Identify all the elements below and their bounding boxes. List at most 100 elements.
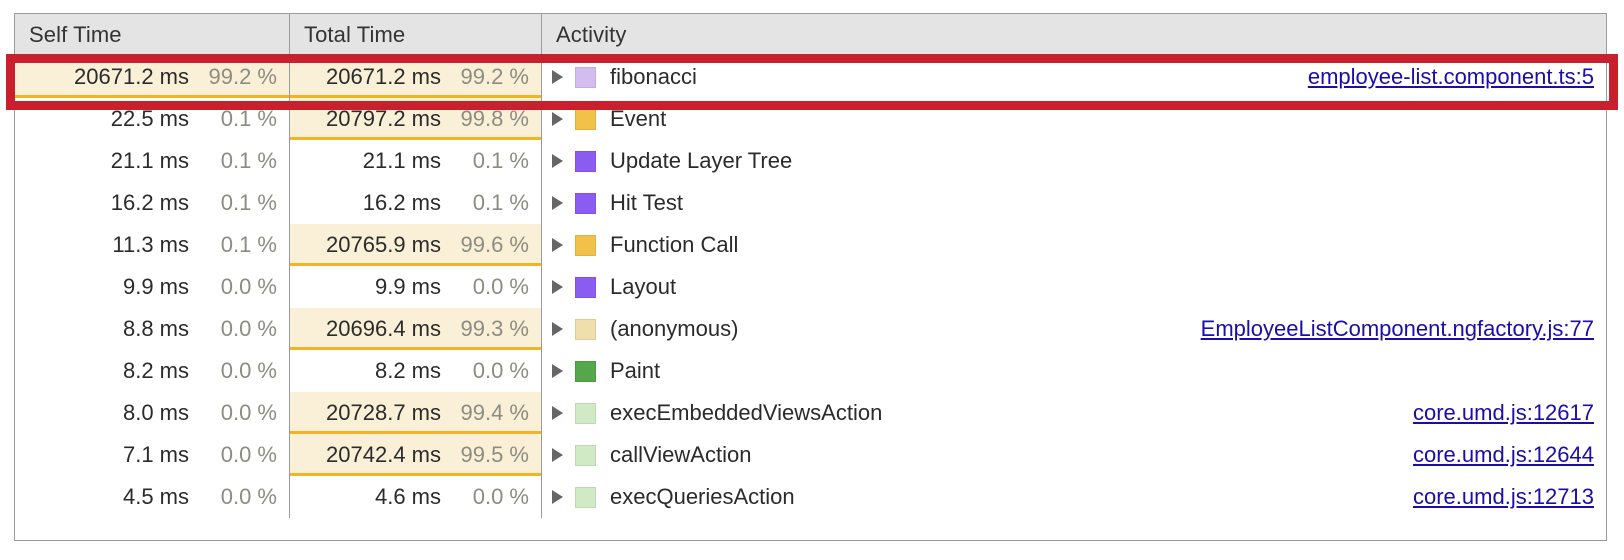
total-time-percent: 0.0 % [472, 358, 529, 383]
expand-triangle-icon[interactable] [552, 280, 563, 294]
total-time-value: 20696.4 ms [326, 316, 441, 341]
self-time-value: 11.3 ms [112, 232, 189, 257]
bottom-up-tree-table: Self Time Total Time Activity 20671.2 ms… [14, 13, 1607, 541]
table-header-row: Self Time Total Time Activity [15, 14, 1606, 56]
activity-color-painting-icon [575, 360, 596, 382]
column-header-self-time[interactable]: Self Time [29, 21, 122, 47]
cell-activity: fibonacci employee-list.component.ts:5 [541, 56, 1606, 98]
total-time-percent: 99.3 % [460, 316, 530, 341]
self-time-percent: 0.1 % [220, 148, 277, 173]
source-location-link[interactable]: employee-list.component.ts:5 [1307, 64, 1594, 89]
activity-color-rendering-icon [575, 276, 596, 298]
activity-color-rendering-icon [575, 150, 596, 172]
self-time-value: 21.1 ms [110, 148, 189, 173]
self-time-percent: 0.0 % [220, 316, 277, 341]
column-header-total-time[interactable]: Total Time [289, 14, 541, 55]
source-location-link[interactable]: core.umd.js:12644 [1413, 442, 1594, 467]
total-time-percent: 99.6 % [460, 232, 530, 257]
activity-label: fibonacci [610, 64, 697, 89]
expand-triangle-icon[interactable] [552, 238, 563, 252]
activity-color-scripting-light-icon [575, 66, 596, 88]
total-time-percent: 99.5 % [460, 442, 530, 467]
self-time-value: 8.2 ms [122, 358, 189, 383]
cell-activity: (anonymous)EmployeeListComponent.ngfacto… [541, 308, 1606, 350]
activity-color-rendering-icon [575, 192, 596, 214]
cell-self-time: 21.1 ms 0.1 % [15, 140, 289, 182]
expand-triangle-icon[interactable] [552, 490, 563, 504]
self-time-percent: 0.0 % [220, 274, 277, 299]
expand-triangle-icon[interactable] [552, 154, 563, 168]
total-time-percent: 0.0 % [472, 274, 529, 299]
expand-triangle-icon[interactable] [552, 112, 563, 126]
table-row[interactable]: 9.9 ms 0.0 % 9.9 ms 0.0 % Layout [15, 266, 1606, 308]
cell-total-time: 20765.9 ms 99.6 % [289, 224, 541, 266]
expand-triangle-icon[interactable] [552, 70, 563, 84]
total-time-value: 8.2 ms [374, 358, 441, 383]
source-location-link[interactable]: EmployeeListComponent.ngfactory.js:77 [1200, 316, 1594, 341]
total-time-percent: 0.1 % [472, 190, 529, 215]
cell-total-time: 20728.7 ms 99.4 % [289, 392, 541, 434]
table-row[interactable]: 11.3 ms 0.1 % 20765.9 ms 99.6 % Function Cal… [15, 224, 1606, 266]
cell-activity: Event [541, 98, 1606, 140]
cell-activity: Layout [541, 266, 1606, 308]
total-time-percent: 0.0 % [472, 484, 529, 509]
expand-triangle-icon[interactable] [552, 406, 563, 420]
cell-activity: Function Call [541, 224, 1606, 266]
cell-total-time: 16.2 ms 0.1 % [289, 182, 541, 224]
expand-triangle-icon[interactable] [552, 322, 563, 336]
cell-total-time: 20696.4 ms 99.3 % [289, 308, 541, 350]
total-time-value: 9.9 ms [374, 274, 441, 299]
source-location-link[interactable]: core.umd.js:12617 [1413, 400, 1594, 425]
activity-label: Layout [610, 274, 677, 299]
activity-color-scripting-pale-icon [575, 318, 596, 340]
activity-label: Hit Test [610, 190, 683, 215]
expand-triangle-icon[interactable] [552, 448, 563, 462]
total-time-value: 16.2 ms [362, 190, 441, 215]
self-time-value: 7.1 ms [122, 442, 189, 467]
self-time-value: 9.9 ms [122, 274, 189, 299]
cell-activity: Update Layer Tree [541, 140, 1606, 182]
cell-self-time: 4.5 ms 0.0 % [15, 476, 289, 518]
self-time-percent: 0.1 % [220, 106, 277, 131]
expand-triangle-icon[interactable] [552, 196, 563, 210]
expand-triangle-icon[interactable] [552, 364, 563, 378]
self-time-percent: 99.2 % [208, 64, 278, 89]
activity-color-scripting-icon [575, 234, 596, 256]
total-time-value: 20742.4 ms [326, 442, 441, 467]
self-time-value: 8.8 ms [122, 316, 189, 341]
total-time-value: 20765.9 ms [326, 232, 441, 257]
self-time-percent: 0.1 % [220, 232, 277, 257]
column-header-activity[interactable]: Activity [541, 14, 1606, 55]
activity-color-painting-pale-icon [575, 402, 596, 424]
self-time-percent: 0.0 % [220, 484, 277, 509]
table-row[interactable]: 8.8 ms 0.0 % 20696.4 ms 99.3 % (anonymous)Em… [15, 308, 1606, 350]
cell-total-time: 20742.4 ms 99.5 % [289, 434, 541, 476]
activity-label: Event [610, 106, 667, 131]
self-time-value: 4.5 ms [122, 484, 189, 509]
total-time-percent: 0.1 % [472, 148, 529, 173]
cell-self-time: 9.9 ms 0.0 % [15, 266, 289, 308]
self-time-percent: 0.1 % [220, 190, 277, 215]
activity-label: Function Call [610, 232, 739, 257]
total-time-value: 20728.7 ms [326, 400, 441, 425]
total-time-percent: 99.8 % [460, 106, 530, 131]
total-time-percent: 99.4 % [460, 400, 530, 425]
source-location-link[interactable]: core.umd.js:12713 [1413, 484, 1594, 509]
self-time-percent: 0.0 % [220, 400, 277, 425]
